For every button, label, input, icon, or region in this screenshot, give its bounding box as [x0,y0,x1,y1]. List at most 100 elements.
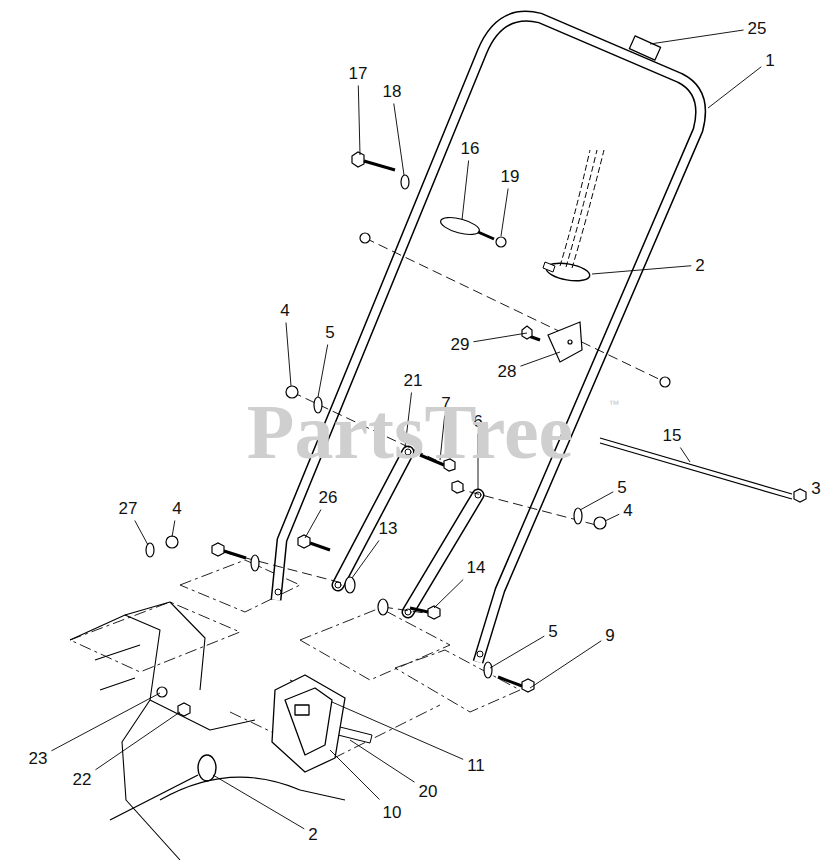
links [338,452,408,585]
callout-number: 3 [811,480,820,497]
bracket [295,705,309,715]
callout-number: 15 [663,427,682,444]
leader-line [501,189,508,237]
callout-number: 27 [119,500,138,517]
leader-line [680,448,690,463]
hardware [439,214,481,238]
callout-number: 1 [765,52,774,69]
hardware [522,326,532,339]
hardware [794,489,806,502]
callout-number: 11 [467,757,485,774]
mower-body [70,615,180,860]
hardware [146,152,806,716]
center-lines [455,488,600,526]
leader-line [51,693,160,751]
hardware [352,152,364,167]
hardware [364,161,395,170]
callout-number: 4 [172,500,181,517]
leader-line [708,67,761,108]
leader-line [490,636,544,668]
hardware [251,555,259,571]
hardware [594,517,606,529]
callout-number: 25 [748,20,767,37]
handle-frame [276,16,701,662]
links [335,449,481,615]
hardware [401,175,409,189]
callout-number: 21 [404,372,423,389]
leader-line [580,492,613,510]
bracket [285,688,332,755]
leader-line [462,161,469,221]
leader-line [213,775,304,829]
leader-line [605,514,619,521]
leader-line [352,541,379,579]
leader-line [650,30,744,44]
callout-number: 5 [548,623,557,640]
callout-number: 4 [280,302,289,319]
leader-line [286,323,291,387]
bracket [272,675,345,772]
hardware [410,608,428,612]
callout-number: 18 [383,83,402,100]
hardware [452,481,463,493]
leader-line [592,266,691,274]
callout-number: 23 [29,750,48,767]
leader-line [350,740,415,782]
mower-body [150,700,255,730]
leader-line [394,104,404,176]
phantom-plate [300,608,450,680]
cable [110,150,604,820]
hardware [568,340,572,344]
hardware [600,438,792,494]
links [335,582,341,588]
cable [543,262,555,272]
leader-line [434,580,463,609]
hardware [166,536,178,548]
center-lines [383,607,432,614]
callout-number: 13 [379,520,398,537]
hardware [498,677,522,686]
cable [572,150,604,268]
leader-line [358,86,360,156]
cable [198,755,216,781]
hardware [157,687,167,697]
callout-number: 5 [325,324,334,341]
watermark: PartsTree [247,393,573,471]
leader-line [305,510,321,539]
mower-body [70,602,345,860]
center-lines [365,238,665,382]
callout-number: 10 [383,804,402,821]
callout-number: 26 [319,489,338,506]
hardware [178,703,190,716]
links [408,495,478,612]
callout-number: 9 [605,627,614,644]
cable [110,775,198,820]
hardware [345,577,355,593]
phantom-plate [395,650,520,712]
leader-line [332,702,463,759]
links [338,452,408,585]
callout-number: 16 [461,140,480,157]
handle-frame [629,36,660,60]
mower-body [95,645,140,690]
callout-number: 2 [695,257,704,274]
handle-frame [275,589,281,595]
hardware [484,662,492,678]
hardware [224,551,246,558]
hardware [478,232,494,239]
hardware [496,237,506,247]
callout-number: 29 [451,336,470,353]
hardware [522,679,534,692]
handle-frame [275,16,701,662]
center-lines [215,550,350,585]
leader-line [172,521,175,538]
callout-number: 5 [617,479,626,496]
callout-number: 2 [308,826,317,843]
bracket [272,675,345,772]
hardware [660,377,670,387]
links [475,492,481,498]
callout-number: 4 [623,502,632,519]
center-lines [215,238,665,614]
